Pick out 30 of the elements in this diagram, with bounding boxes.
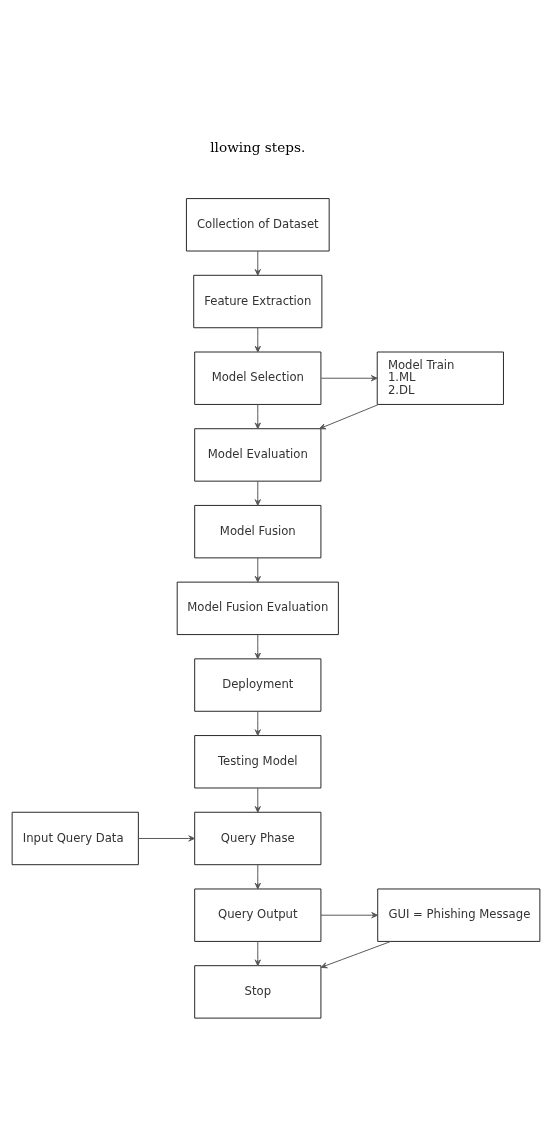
arrow bbox=[254, 787, 261, 813]
arrow bbox=[319, 404, 380, 430]
node-box: Input Query Data bbox=[11, 811, 139, 866]
arrow bbox=[254, 404, 261, 430]
node-box: Deployment bbox=[194, 658, 322, 712]
arrow bbox=[254, 557, 261, 583]
arrow bbox=[254, 864, 261, 890]
node-box: Feature Extraction bbox=[193, 274, 323, 329]
node-box: Stop bbox=[194, 965, 322, 1019]
arrow bbox=[254, 941, 261, 967]
label: llowing steps. bbox=[210, 138, 306, 155]
node-box: Model Fusion bbox=[194, 504, 322, 559]
node-box: GUI = Phishing Message bbox=[377, 888, 541, 942]
arrow bbox=[320, 912, 378, 919]
node-box: Query Phase bbox=[194, 811, 322, 866]
arrow bbox=[138, 835, 195, 842]
node-box: Model Selection bbox=[194, 351, 322, 405]
node-box: Query Output bbox=[194, 888, 322, 942]
node-box: Testing Model bbox=[194, 735, 322, 789]
arrow bbox=[320, 375, 378, 382]
arrow bbox=[254, 480, 261, 506]
arrow bbox=[254, 710, 261, 736]
node-box: Model Fusion Evaluation bbox=[176, 581, 339, 636]
node-box: Model Evaluation bbox=[194, 428, 322, 482]
arrow bbox=[254, 327, 261, 353]
arrow bbox=[254, 250, 261, 276]
node-box: Collection of Dataset bbox=[185, 198, 330, 252]
node-box: Model Train 1.ML 2.DL bbox=[376, 351, 504, 405]
arrow bbox=[254, 634, 261, 660]
arrow bbox=[320, 941, 392, 969]
